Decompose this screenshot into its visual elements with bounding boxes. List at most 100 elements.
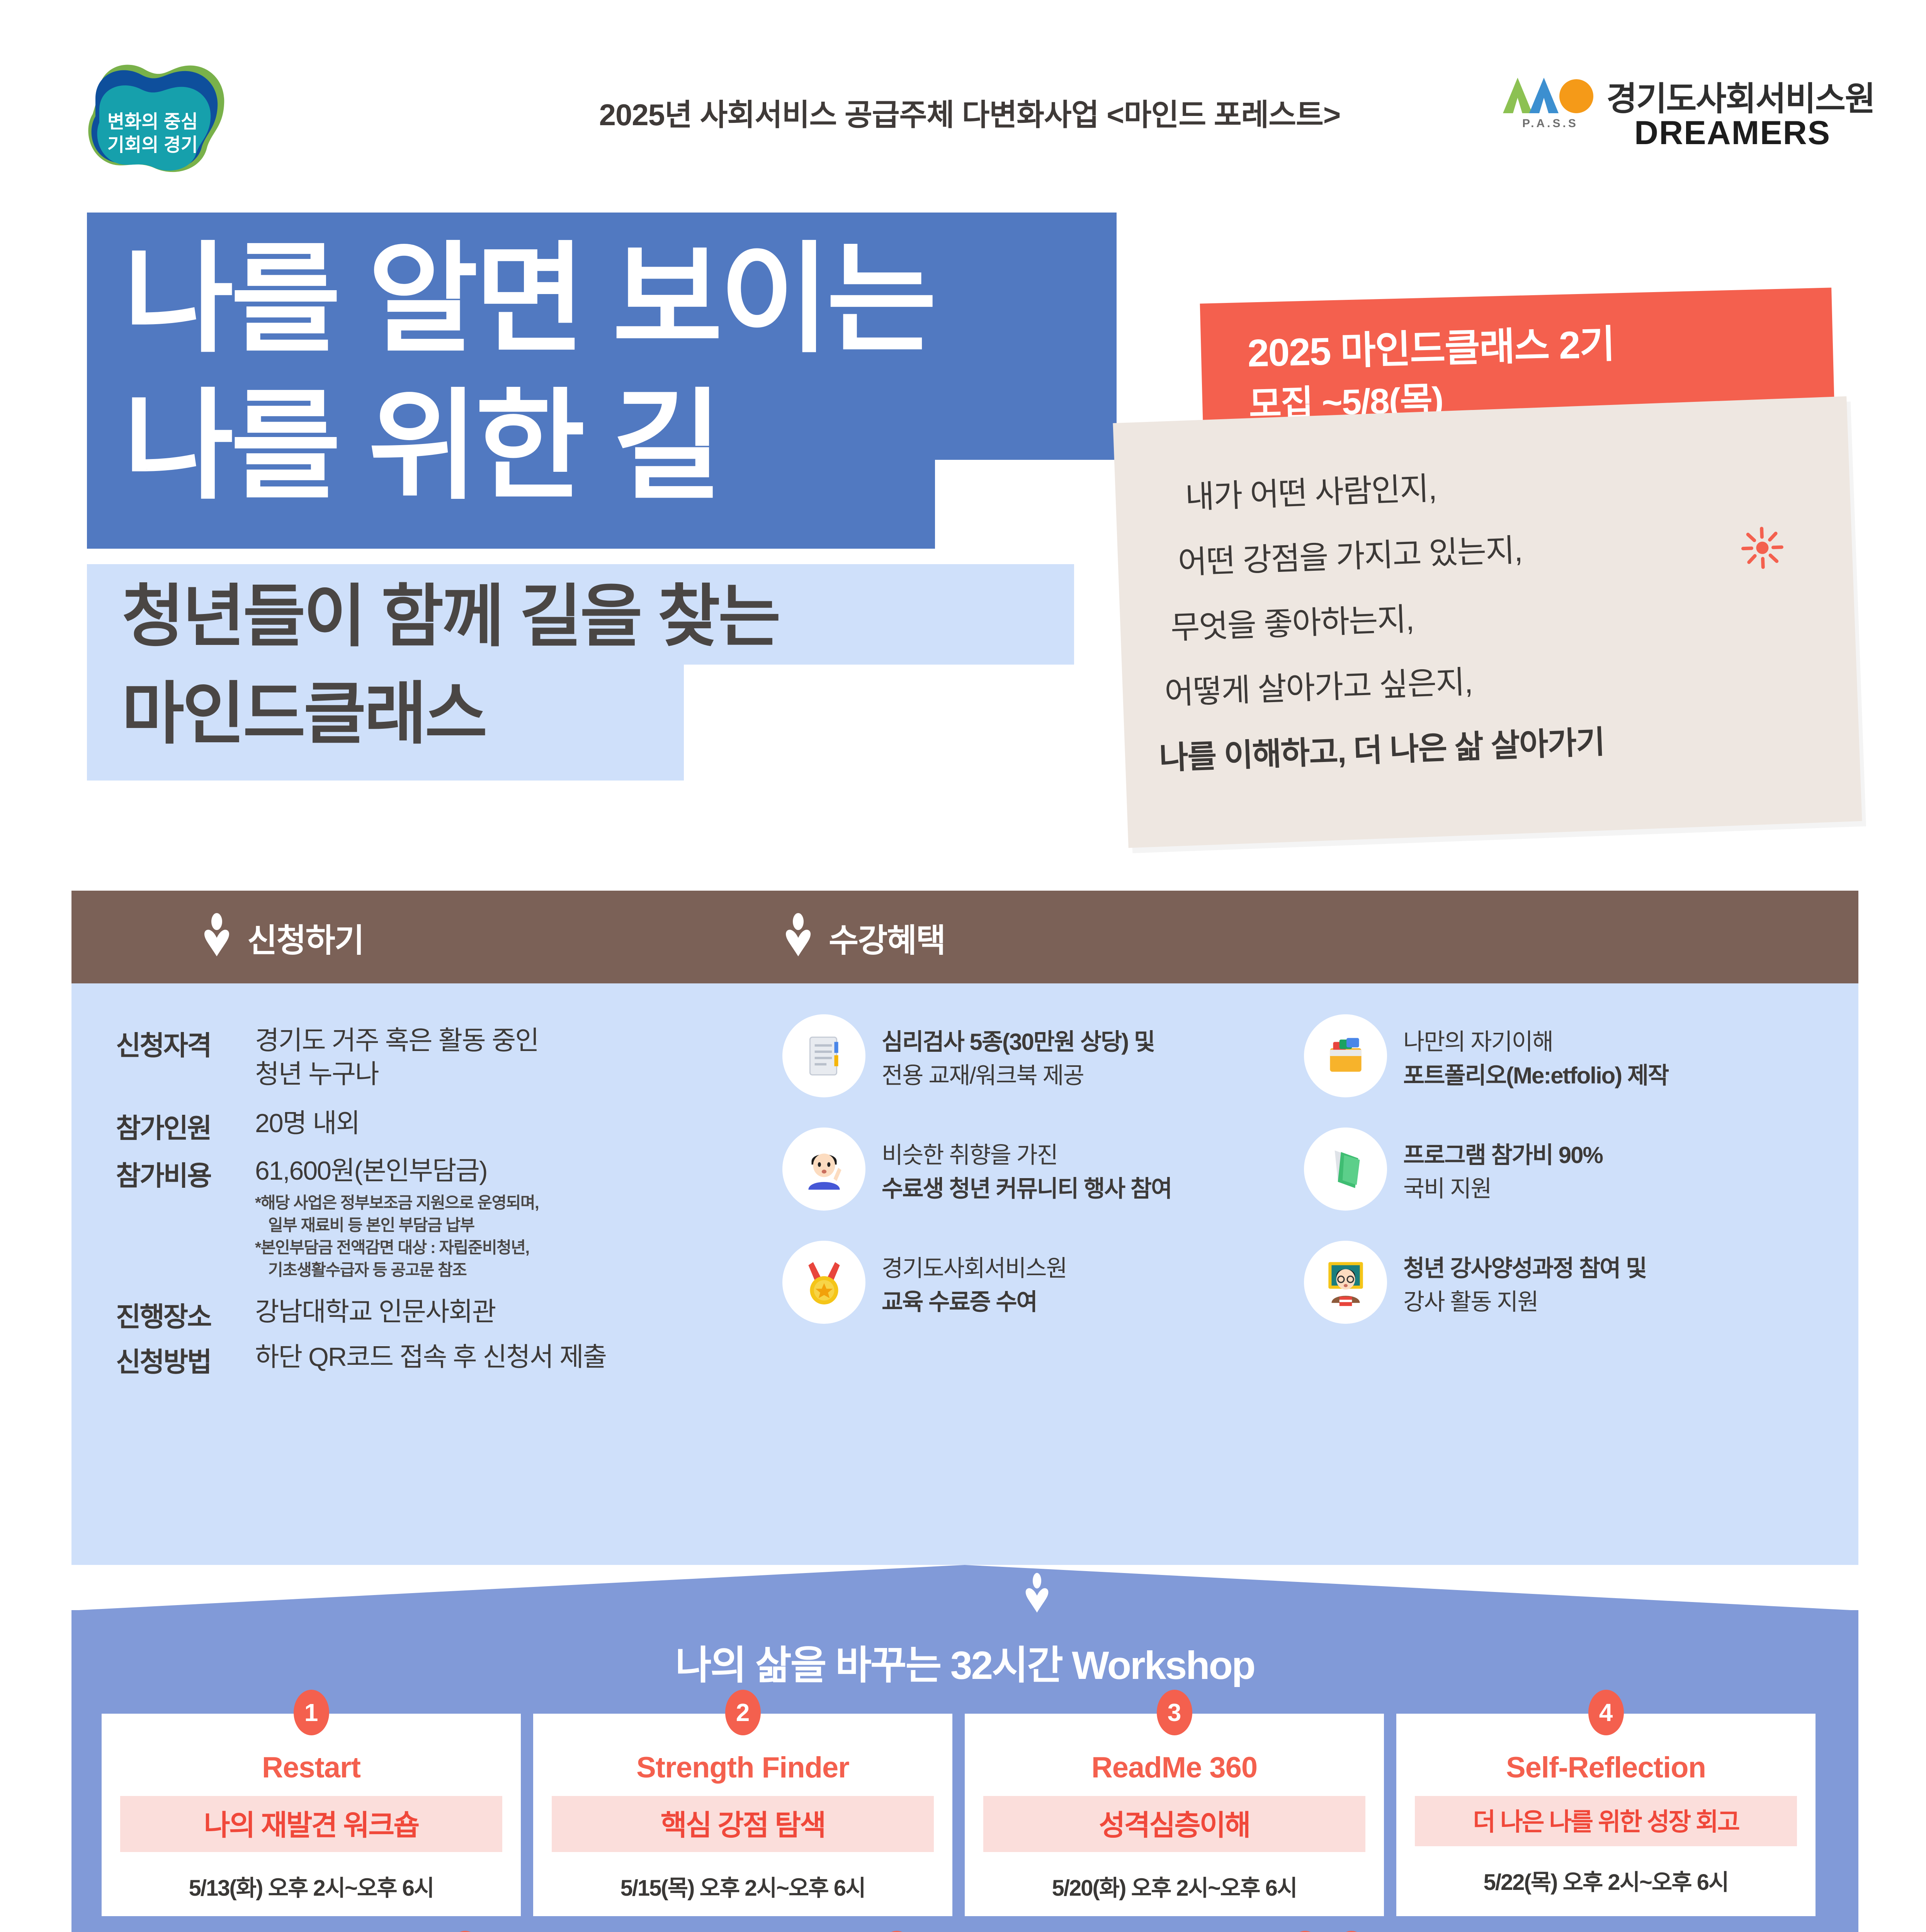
workshop-card-title-en: Strength Finder xyxy=(636,1751,850,1784)
benefit-row: 비슷한 취향을 가진 수료생 청년 커뮤니티 행사 참여 프로그램 참가비 90… xyxy=(782,1128,1826,1211)
workshop-title: 나의 삶을 바꾸는 32시간 Workshop xyxy=(675,1643,1256,1687)
benefit-line1: 나만의 자기이해 xyxy=(1403,1029,1554,1055)
application-info-list: 신청자격 경기도 거주 혹은 활동 중인 청년 누구나 참가인원 20명 내외 … xyxy=(116,1024,734,1378)
quote-line-2: 어떤 강점을 가지고 있는지, xyxy=(1177,532,1523,581)
org-name: 경기도사회서비스원 xyxy=(1606,80,1875,117)
info-value: 하단 QR코드 접속 후 신청서 제출 xyxy=(255,1342,607,1372)
subtitle-block: 청년들이 함께 길을 찾는 마인드클래스 xyxy=(87,564,1074,781)
workshop-card-number: 2 xyxy=(725,1690,761,1735)
svg-text:기회의 경기: 기회의 경기 xyxy=(107,135,198,155)
benefit-line2: 국비 지원 xyxy=(1403,1176,1492,1202)
info-row-capacity: 참가인원 20명 내외 xyxy=(116,1107,734,1143)
subtitle-line2: 마인드클래스 xyxy=(122,676,488,752)
info-label: 진행장소 xyxy=(116,1301,212,1332)
workshop-card-date: 5/15(목) 오후 2시~오후 6시 xyxy=(620,1876,866,1901)
hero-section: 나를 알면 보이는 나를 위한 길 청년들이 함께 길을 찾는 마인드클래스 2… xyxy=(0,178,1926,889)
down-arrow-icon-workshop xyxy=(1024,1570,1050,1615)
benefit-item-portfolio: 나만의 자기이해 포트폴리오(Me:etfolio) 제작 xyxy=(1304,1014,1826,1097)
workshop-card-title-en: ReadMe 360 xyxy=(1091,1751,1258,1784)
info-note-line1: *해당 사업은 정부보조금 지원으로 운영되며, xyxy=(255,1194,539,1212)
badge-title: 2025 마인드클래스 2기 xyxy=(1247,322,1615,375)
benefit-item-certificate: 경기도사회서비스원 교육 수료증 수여 xyxy=(782,1241,1304,1324)
benefit-line1: 프로그램 참가비 90% xyxy=(1403,1142,1603,1168)
workshop-card-title-ko: 나의 재발견 워크숍 xyxy=(120,1796,502,1852)
benefit-list: 심리검사 5종(30만원 상당) 및 전용 교재/워크북 제공 xyxy=(782,1014,1826,1324)
medal-icon xyxy=(782,1241,865,1324)
workshop-card-date: 5/13(화) 오후 2시~오후 6시 xyxy=(189,1876,435,1901)
info-panel: 신청자격 경기도 거주 혹은 활동 중인 청년 누구나 참가인원 20명 내외 … xyxy=(71,983,1858,1565)
info-row-fee: 참가비용 61,600원(본인부담금) *해당 사업은 정부보조금 지원으로 운… xyxy=(116,1154,734,1281)
sun-icon xyxy=(1737,522,1788,573)
workshop-card-number-secondary: 8 xyxy=(1333,1931,1369,1932)
benefit-item-psych-test: 심리검사 5종(30만원 상당) 및 전용 교재/워크북 제공 xyxy=(782,1014,1304,1097)
benefit-item-instructor: 청년 강사양성과정 참여 및 강사 활동 지원 xyxy=(1304,1241,1826,1324)
teacher-icon xyxy=(1304,1241,1387,1324)
gyeonggi-logo: 변화의 중심 기회의 경기 xyxy=(71,52,234,180)
benefit-section-heading: 수강혜택 xyxy=(829,922,946,959)
gyeonggi-social-service-logo: P.A.S.S 경기도사회서비스원 DREAMERS xyxy=(1499,68,1875,164)
workshop-card[interactable]: 1 Restart 나의 재발견 워크숍 5/13(화) 오후 2시~오후 6시 xyxy=(102,1690,521,1916)
svg-text:변화의 중심: 변화의 중심 xyxy=(107,112,198,132)
benefit-line1: 심리검사 5종(30만원 상당) 및 xyxy=(882,1029,1155,1055)
workshop-row-1: 1 Restart 나의 재발견 워크숍 5/13(화) 오후 2시~오후 6시… xyxy=(102,1690,1829,1916)
benefit-line2: 교육 수료증 수여 xyxy=(882,1289,1038,1315)
benefit-line1: 청년 강사양성과정 참여 및 xyxy=(1403,1255,1647,1281)
benefit-line1: 비슷한 취향을 가진 xyxy=(882,1142,1058,1168)
benefit-row: 경기도사회서비스원 교육 수료증 수여 xyxy=(782,1241,1826,1324)
benefit-line2: 포트폴리오(Me:etfolio) 제작 xyxy=(1403,1063,1669,1088)
benefit-text: 프로그램 참가비 90% 국비 지원 xyxy=(1403,1128,1603,1206)
down-arrow-icon-benefit xyxy=(784,913,812,956)
workshop-card-number: 4 xyxy=(1588,1690,1624,1735)
workshop-card[interactable]: 4 Self-Reflection 더 나은 나를 위한 성장 회고 5/22(… xyxy=(1396,1690,1816,1916)
workshop-card-number: 3 xyxy=(1156,1690,1192,1735)
benefit-text: 나만의 자기이해 포트폴리오(Me:etfolio) 제작 xyxy=(1403,1014,1669,1092)
info-note: *해당 사업은 정부보조금 지원으로 운영되며, 일부 재료비 등 본인 부담금… xyxy=(255,1192,734,1281)
info-note-line4: 기초생활수급자 등 공고문 참조 xyxy=(268,1260,467,1279)
subtitle-line1: 청년들이 함께 길을 찾는 xyxy=(122,579,781,655)
quote-line-5: 나를 이해하고, 더 나은 삶 살아가기 xyxy=(1158,724,1605,776)
info-note-line3: *본인부담금 전액감면 대상 : 자립준비청년, xyxy=(255,1238,530,1257)
info-row-method: 신청방법 하단 QR코드 접속 후 신청서 제출 xyxy=(116,1340,734,1377)
document-icon xyxy=(782,1014,865,1097)
folder-icon xyxy=(1304,1014,1387,1097)
info-value: 경기도 거주 혹은 활동 중인 청년 누구나 xyxy=(255,1024,734,1091)
benefit-text: 심리검사 5종(30만원 상당) 및 전용 교재/워크북 제공 xyxy=(882,1014,1155,1092)
pass-label: P.A.S.S xyxy=(1522,117,1578,130)
info-row-qualification: 신청자격 경기도 거주 혹은 활동 중인 청년 누구나 xyxy=(116,1024,734,1091)
title-notch xyxy=(935,460,1117,549)
benefit-item-subsidy: 프로그램 참가비 90% 국비 지원 xyxy=(1304,1128,1826,1211)
info-row-venue: 진행장소 강남대학교 인문사회관 xyxy=(116,1295,734,1332)
info-note-line2: 일부 재료비 등 본인 부담금 납부 xyxy=(268,1216,475,1235)
workshop-card-title-en: Restart xyxy=(262,1751,361,1784)
workshop-card-grid: 1 Restart 나의 재발견 워크숍 5/13(화) 오후 2시~오후 6시… xyxy=(102,1690,1829,1932)
benefit-row: 심리검사 5종(30만원 상당) 및 전용 교재/워크북 제공 xyxy=(782,1014,1826,1097)
quote-line-3: 무엇을 좋아하는지, xyxy=(1170,602,1414,646)
workshop-card-date: 5/22(목) 오후 2시~오후 6시 xyxy=(1483,1870,1729,1895)
workshop-card-number: 1 xyxy=(293,1690,329,1735)
benefit-line2: 수료생 청년 커뮤니티 행사 참여 xyxy=(882,1176,1172,1202)
subtitle-notch xyxy=(684,665,1074,781)
benefit-line2: 강사 활동 지원 xyxy=(1403,1289,1539,1315)
info-label: 신청자격 xyxy=(116,1031,212,1061)
page-title: 2025년 사회서비스 공급주체 다변화사업 <마인드 포레스트> xyxy=(599,98,1341,132)
benefit-text: 비슷한 취향을 가진 수료생 청년 커뮤니티 행사 참여 xyxy=(882,1128,1172,1206)
person-icon xyxy=(782,1128,865,1211)
pass-mark-icon xyxy=(1499,71,1600,121)
info-label: 신청방법 xyxy=(116,1347,212,1377)
info-value-line1: 경기도 거주 혹은 활동 중인 xyxy=(255,1026,539,1055)
info-value: 20명 내외 xyxy=(255,1109,360,1138)
workshop-card[interactable]: 2 Strength Finder 핵심 강점 탐색 5/15(목) 오후 2시… xyxy=(533,1690,952,1916)
workshop-card-number: 7 xyxy=(1287,1931,1323,1932)
top-header-bar: 변화의 중심 기회의 경기 2025년 사회서비스 공급주체 다변화사업 <마인… xyxy=(0,0,1926,178)
workshop-card-date: 5/20(화) 오후 2시~오후 6시 xyxy=(1052,1876,1298,1901)
workshop-card[interactable]: 3 ReadMe 360 성격심층이해 5/20(화) 오후 2시~오후 6시 xyxy=(965,1690,1384,1916)
benefit-text: 청년 강사양성과정 참여 및 강사 활동 지원 xyxy=(1403,1241,1647,1319)
workshop-card-number: 5 xyxy=(447,1931,483,1932)
info-label: 참가비용 xyxy=(116,1161,212,1191)
workshop-card-number: 6 xyxy=(879,1931,915,1932)
intro-quote-card: 내가 어떤 사람인지, 어떤 강점을 가지고 있는지, 무엇을 좋아하는지, 어… xyxy=(1113,396,1862,848)
workshop-chevron xyxy=(71,1565,1858,1611)
benefit-line2: 전용 교재/워크북 제공 xyxy=(882,1063,1085,1088)
main-title-line1: 나를 알면 보이는 xyxy=(124,232,937,366)
